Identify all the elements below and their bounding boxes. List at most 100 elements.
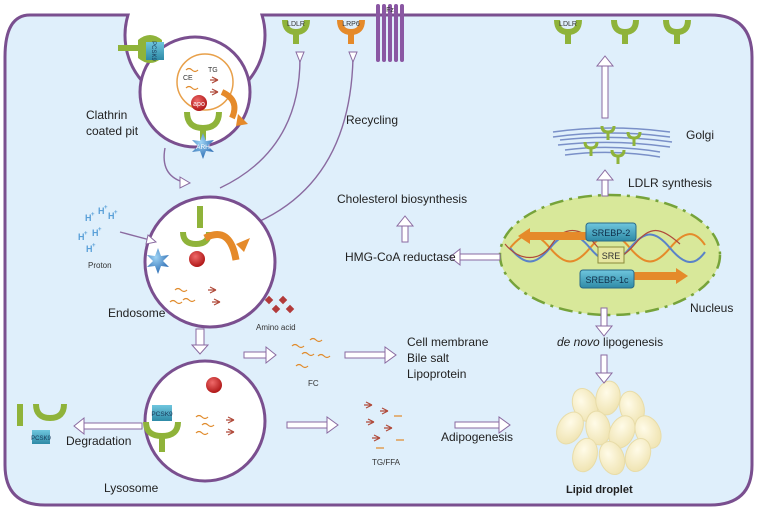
- hmgcoa-to-cholesterol-arrow: [395, 215, 415, 243]
- lipogenesis-to-droplet-arrow: [594, 354, 614, 384]
- lysosome-to-fc-arrow: [243, 345, 277, 365]
- endosome-apo: [189, 251, 205, 267]
- srebp2-box: [585, 222, 637, 242]
- srebp1c-box: [579, 269, 635, 289]
- nucleus-to-lipogenesis-arrow: [594, 307, 614, 337]
- pit-to-endosome-head: [179, 176, 192, 189]
- fc-to-membrane-arrow: [344, 346, 397, 364]
- lipid-droplet-label: Lipid droplet: [566, 484, 633, 496]
- lrp6-tip: [236, 114, 248, 126]
- tg-ffa-label: TG/FFA: [372, 458, 401, 467]
- proton-arrow-head: [145, 234, 158, 245]
- proton-charge: +: [91, 212, 95, 218]
- proton-charge: +: [98, 227, 102, 233]
- fz-label: Fz: [386, 7, 394, 14]
- proton-charge: +: [104, 205, 108, 211]
- tg-ffa-cluster: [364, 401, 404, 449]
- proton-arrow: [119, 231, 151, 241]
- endosome-to-lysosome-arrow: [190, 328, 210, 355]
- bile-salt-label: Bile salt: [407, 351, 450, 365]
- srebp2-label: SREBP-2: [592, 228, 631, 238]
- arh-label: ARH: [196, 144, 210, 151]
- lipid-droplet: [556, 380, 662, 475]
- lrp6-surface: [337, 19, 365, 44]
- pcsk9-membrane-group: PCSK9: [118, 35, 164, 63]
- pcsk9-membrane-label: PCSK9: [150, 41, 156, 61]
- endosome-label: Endosome: [108, 306, 166, 320]
- lrp6-in-pit: [220, 89, 238, 120]
- lysosome-lipids: [195, 414, 235, 436]
- amino-acid-cluster: [264, 295, 295, 314]
- nucleus-to-golgi-arrow: [595, 169, 615, 197]
- sre-box: [597, 246, 625, 264]
- nucleus-to-hmgcoa-arrow: [449, 247, 501, 267]
- proton-cluster: H H H H H H: [78, 206, 115, 254]
- golgi-to-surface-arrow: [595, 55, 615, 119]
- lysosome-ldlr-pcsk9: [143, 405, 181, 452]
- degradation-label: Degradation: [66, 434, 131, 448]
- srebp1c-label: SREBP-1c: [585, 275, 629, 285]
- lipogenesis-text: lipogenesis: [600, 335, 663, 349]
- adipogenesis-label: Adipogenesis: [441, 430, 513, 444]
- sre-label: SRE: [602, 251, 621, 261]
- lipoprotein-particle: CE TG: [176, 53, 234, 111]
- proton-h: H: [98, 206, 105, 216]
- proton-h: H: [85, 213, 92, 223]
- lysosome-pcsk9-label: PCSK9: [151, 411, 173, 418]
- ldlr-surface-right: [554, 19, 691, 44]
- clathrin-label-line2: coated pit: [86, 124, 139, 138]
- proton-charge: +: [84, 231, 88, 237]
- hmgcoa-label: HMG-CoA reductase: [345, 250, 456, 264]
- cell-membrane-label: Cell membrane: [407, 335, 489, 349]
- ce-label: CE: [183, 75, 193, 82]
- proton-charge: +: [92, 243, 96, 249]
- endosome-lrp6-tip: [236, 238, 250, 252]
- ldlr-synthesis-label: LDLR synthesis: [628, 176, 712, 190]
- golgi-receptors: [583, 125, 642, 164]
- srebp1c-arrow: [620, 268, 688, 284]
- apo-label: apo: [193, 101, 205, 108]
- recycling-arrows: [163, 57, 354, 223]
- ldlr-label: LDLR: [287, 21, 305, 28]
- frizzled-receptor: [376, 4, 404, 62]
- golgi-label: Golgi: [686, 128, 714, 142]
- endosome-arh: [147, 248, 169, 274]
- degradation-pcsk9-label: PCSK9: [31, 436, 51, 442]
- lrp6-label: LRP6: [342, 21, 360, 28]
- recycling-label: Recycling: [346, 113, 398, 127]
- fc-label: FC: [308, 379, 319, 388]
- tg-to-droplet-arrow: [454, 416, 511, 434]
- lysosome-label: Lysosome: [104, 481, 159, 495]
- amino-acid-label: Amino acid: [256, 323, 296, 332]
- endosome-lipids: [169, 286, 221, 306]
- proton-h: H: [78, 232, 85, 242]
- proton-charge: +: [114, 210, 118, 216]
- ldlr-surface: [282, 19, 310, 44]
- lysosome-apo: [206, 377, 222, 393]
- nucleus-label: Nucleus: [690, 301, 733, 315]
- lysosome: [143, 359, 267, 483]
- proton-h: H: [108, 211, 115, 221]
- proton-label: Proton: [88, 261, 112, 270]
- proton-h: H: [86, 244, 93, 254]
- ldlr-right-label: LDLR: [559, 21, 577, 28]
- de-novo-lipogenesis-label: de novo lipogenesis: [557, 335, 663, 349]
- proton-charges: + + + + + +: [84, 205, 118, 249]
- proton-h: H: [92, 228, 99, 238]
- free-cholesterol: [291, 337, 331, 369]
- recycling-arrow-head-1: [295, 51, 305, 64]
- endosome: [143, 195, 277, 329]
- de-novo-text: de novo: [557, 335, 600, 349]
- lipoprotein-label: Lipoprotein: [407, 367, 466, 381]
- recycling-arrow-head-2: [348, 51, 358, 64]
- apo-protein: [191, 95, 207, 111]
- endosome-lrp6: [203, 231, 240, 261]
- arh-protein: [192, 133, 214, 159]
- tg-label: TG: [208, 67, 218, 74]
- lysosome-to-tg-arrow: [286, 416, 339, 434]
- degraded-receptor: [17, 403, 67, 444]
- cholesterol-biosynthesis-label: Cholesterol biosynthesis: [337, 192, 467, 206]
- srebp2-arrow: [518, 228, 590, 244]
- clathrin-label-line1: Clathrin: [86, 108, 127, 122]
